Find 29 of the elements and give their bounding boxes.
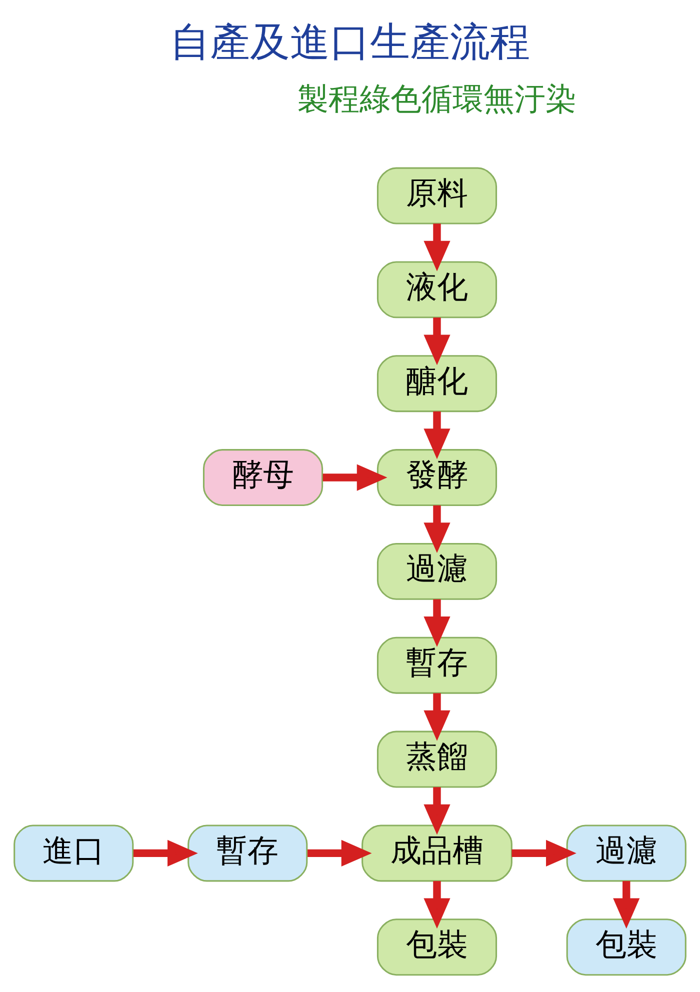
arrow [133,840,198,866]
arrow [424,693,450,741]
node-box: 包裝 [566,918,686,976]
node-box: 暫存 [376,636,498,694]
node-box: 液化 [376,261,498,318]
node-box: 酵母 [202,449,324,506]
arrow [424,599,450,647]
arrow [424,411,450,460]
node-box: 過濾 [376,542,498,600]
arrow [424,505,450,553]
arrow [424,881,450,929]
node-box: 暫存 [188,824,308,882]
node-box: 過濾 [566,824,686,882]
node-box: 醣化 [376,355,498,412]
arrow [613,881,640,929]
node-box: 發酵 [376,449,498,506]
arrow [424,787,450,835]
node-box: 蒸餾 [376,730,498,788]
arrow [308,840,372,866]
node-box: 成品槽 [362,824,512,882]
node-box: 包裝 [376,918,498,976]
arrow [512,840,576,866]
arrow [424,318,450,366]
diagram-title: 自產及進口生產流程 [170,19,530,66]
node-box: 原料 [376,167,498,224]
label: 製程綠色循環無汙染 [297,82,576,118]
arrow [322,464,388,491]
arrow [424,224,450,272]
node-box: 進口 [14,824,134,882]
